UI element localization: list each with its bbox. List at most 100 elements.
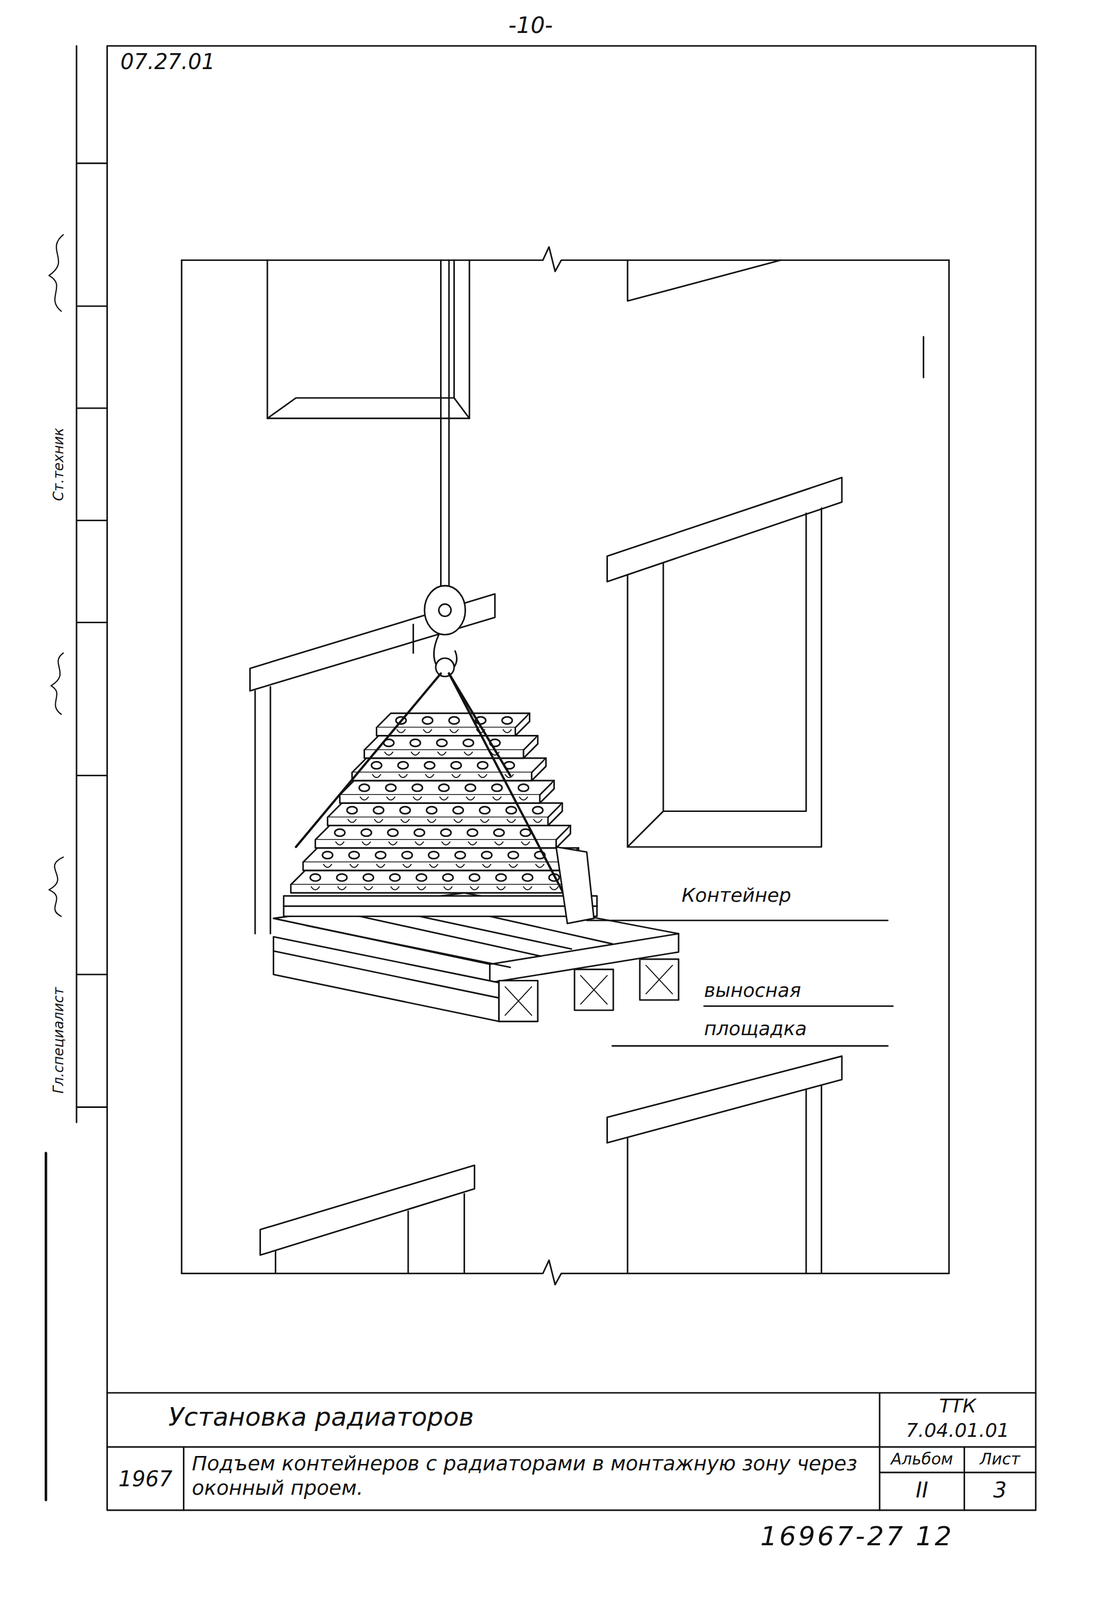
- radiator-layer: [371, 761, 382, 769]
- radiator-layer: [390, 887, 399, 891]
- radiator-layer: [359, 784, 370, 792]
- signature: [48, 234, 64, 312]
- radiator-layer: [521, 841, 530, 846]
- radiator-layer: [416, 874, 427, 882]
- radiator-layer: [502, 716, 513, 724]
- signature: [51, 653, 64, 715]
- radiator-layer: [493, 829, 504, 836]
- callout-label: выносная площадка: [704, 971, 889, 1049]
- sling: [449, 673, 577, 919]
- radiator-layer: [442, 874, 453, 882]
- building-frame: [181, 1260, 950, 1286]
- radiator-layer: [411, 752, 420, 756]
- radiator-layer: [480, 819, 489, 823]
- window-opening: [275, 1194, 464, 1274]
- radiator-layer: [302, 848, 579, 871]
- radiator-layer: [339, 780, 554, 804]
- radiator-layer: [351, 758, 546, 781]
- radiator-layer: [364, 887, 373, 891]
- radiator-layer: [463, 739, 474, 747]
- radiator-layer: [426, 806, 437, 814]
- radiator-layer: [519, 797, 528, 801]
- radiator-layer: [334, 829, 345, 836]
- radiator-layer: [425, 774, 434, 778]
- outrigger-platform: [273, 892, 679, 1022]
- stamp-column: [76, 45, 108, 1123]
- radiator-layer: [412, 784, 423, 792]
- radiator-layer: [311, 887, 320, 891]
- radiator-stack: [290, 713, 587, 893]
- radiator-layer: [520, 829, 531, 836]
- radiator-layer: [429, 864, 438, 868]
- sheet-title: Установка радиаторов: [168, 1401, 873, 1433]
- outrigger-platform: [273, 936, 500, 1022]
- radiator-layer: [364, 736, 538, 759]
- outrigger-platform: [504, 965, 673, 1016]
- radiator-layer: [440, 797, 449, 801]
- radiator-layer: [351, 758, 546, 773]
- crane-hook: [424, 260, 466, 677]
- sheet-frame: [107, 1392, 1036, 1511]
- radiator-layer: [386, 797, 395, 801]
- radiator-layer: [450, 729, 459, 733]
- radiator-layer: [350, 864, 359, 868]
- radiator-layer: [496, 887, 505, 891]
- radiator-layer: [362, 841, 371, 846]
- building-frame: [181, 247, 950, 1286]
- sheet-code: 07.27.01: [120, 48, 305, 75]
- radiator-layer: [437, 752, 446, 756]
- leader-line: [586, 919, 888, 922]
- radiator-layer: [363, 874, 374, 882]
- building-frame: [181, 260, 950, 1274]
- radiator-layer: [310, 874, 321, 882]
- radiator-layer: [401, 819, 410, 823]
- radiator-layer: [290, 870, 587, 885]
- radiator-layer: [373, 806, 384, 814]
- radiator-layer: [438, 784, 450, 792]
- radiator-layer: [422, 716, 433, 724]
- radiator-layer: [417, 887, 426, 891]
- radiator-layer: [338, 887, 346, 891]
- archive-number: 16967-27 12: [759, 1520, 1087, 1553]
- radiator-layer: [503, 729, 512, 733]
- table-cell: II: [879, 1478, 965, 1502]
- radiator-layer: [339, 780, 554, 804]
- window-opening: [267, 260, 470, 419]
- radiator-layer: [467, 829, 478, 836]
- radiator-layer: [465, 784, 476, 792]
- radiator-layer: [415, 841, 424, 846]
- radiator-layer: [290, 870, 587, 893]
- radiator-layer: [398, 761, 409, 769]
- radiator-layer: [302, 848, 579, 863]
- radiator-layer: [361, 829, 372, 836]
- table-header: Альбом: [879, 1449, 965, 1469]
- stamp-column: [45, 45, 107, 1500]
- radiator-layer: [424, 761, 435, 769]
- radiator-layer: [507, 819, 515, 823]
- crane-hook: [424, 585, 466, 635]
- radiator-layer: [364, 736, 538, 751]
- sling: [296, 673, 442, 847]
- radiator-layer: [470, 887, 479, 891]
- radiator-layer: [532, 806, 543, 814]
- radiator-layer: [375, 851, 386, 859]
- radiator-layer: [464, 752, 473, 756]
- radiator-layer: [494, 841, 503, 846]
- radiator-layer: [455, 864, 464, 868]
- container-pallet: [283, 896, 597, 917]
- leader-line: [704, 1005, 893, 1008]
- radiator-layer: [387, 829, 399, 836]
- page-number: -10-: [479, 12, 582, 39]
- outrigger-platform: [273, 951, 500, 999]
- radiator-layer: [440, 829, 451, 836]
- radiator-layer: [535, 864, 544, 868]
- stamp-role: Гл.специалист: [51, 987, 68, 1094]
- radiator-layer: [423, 729, 432, 733]
- radiator-layer: [397, 729, 405, 733]
- radiator-layer: [410, 739, 421, 747]
- signature: [48, 857, 64, 917]
- radiator-layer: [443, 887, 452, 891]
- radiator-layer: [508, 851, 519, 859]
